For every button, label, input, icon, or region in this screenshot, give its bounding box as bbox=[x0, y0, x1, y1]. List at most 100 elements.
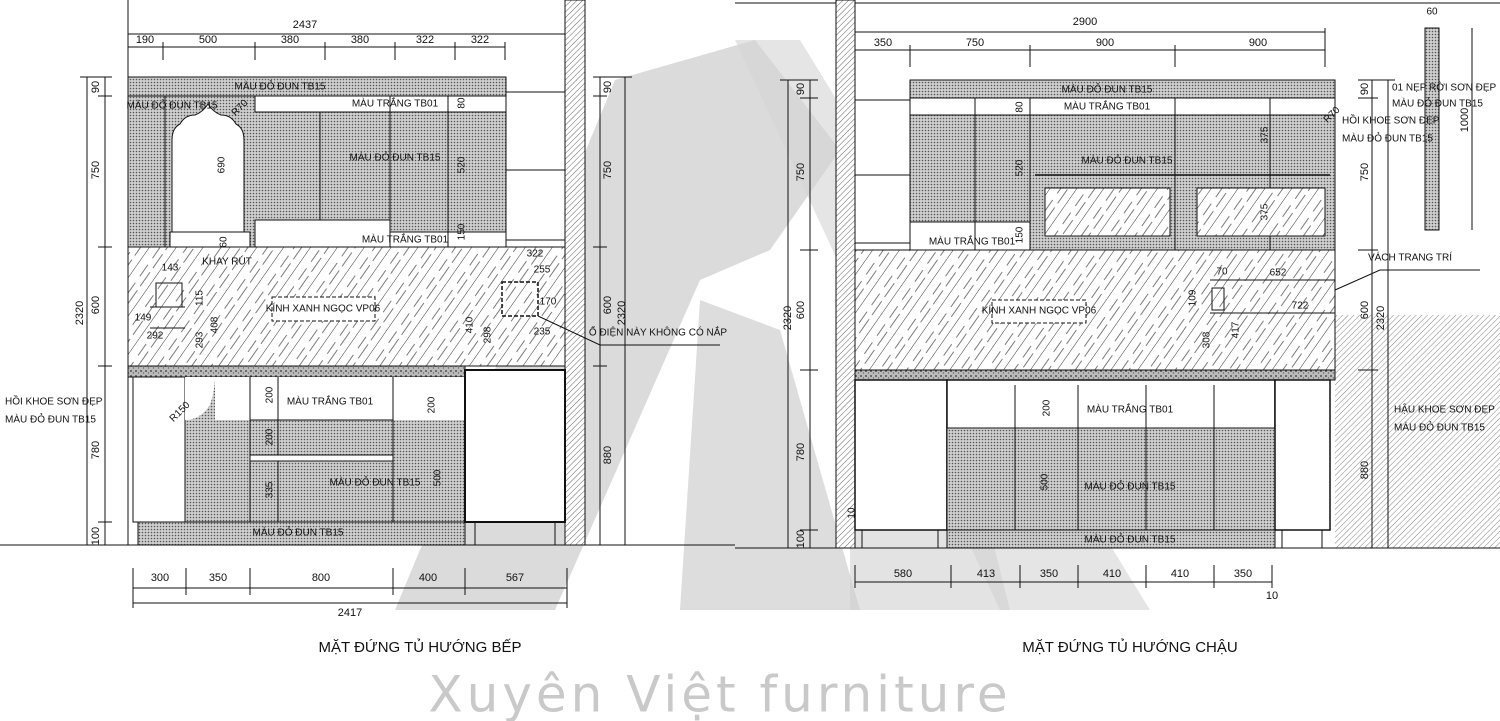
annotation: 01 NẸP RỜI SƠN ĐẸP bbox=[1392, 81, 1497, 94]
width-dim: 350 bbox=[1040, 568, 1058, 580]
detail-dim: 690 bbox=[217, 156, 228, 173]
detail-dim: 80 bbox=[457, 97, 468, 109]
overall-width-dim: 2900 bbox=[1073, 16, 1097, 28]
height-dim: 600 bbox=[602, 296, 614, 314]
width-dim: 300 bbox=[151, 572, 169, 584]
width-dim: 410 bbox=[1171, 568, 1189, 580]
countertop bbox=[854, 369, 1336, 381]
detail-dim: 375 bbox=[1260, 126, 1271, 143]
total-height-dim: 2320 bbox=[782, 306, 794, 330]
detail-dim: 520 bbox=[457, 156, 468, 173]
material-label: MÀU ĐỎ ĐUN TB15 bbox=[253, 526, 344, 539]
material-label: MÀU ĐỎ ĐUN TB15 bbox=[350, 151, 441, 164]
material-label: MÀU TRẮNG TB01 bbox=[1064, 100, 1151, 113]
countertop bbox=[127, 365, 466, 378]
material-label: MÀU ĐỎ ĐUN TB15 bbox=[235, 80, 326, 93]
detail-dim: 255 bbox=[534, 265, 551, 276]
detail-dim: 417 bbox=[1231, 321, 1242, 338]
material-label: MÀU ĐỎ ĐUN TB15 bbox=[1085, 533, 1176, 546]
right-elevation bbox=[735, 0, 1500, 588]
side-panel bbox=[1424, 27, 1440, 231]
annotation: VÁCH TRANG TRÍ bbox=[1368, 251, 1452, 264]
width-dim: 567 bbox=[506, 572, 524, 584]
detail-dim: 70 bbox=[1216, 267, 1228, 278]
width-dim: 350 bbox=[209, 572, 227, 584]
width-dim: 750 bbox=[966, 37, 984, 49]
annotation: Ổ ĐIỆN NÀY KHÔNG CÓ NẮP bbox=[589, 326, 728, 339]
material-label: MÀU ĐỎ ĐUN TB15 bbox=[1085, 480, 1176, 493]
total-height-dim: 2320 bbox=[74, 301, 86, 325]
drawing-title: MẶT ĐỨNG TỦ HƯỚNG CHẬU bbox=[1022, 638, 1237, 656]
height-dim: 90 bbox=[90, 81, 102, 93]
detail-dim: 200 bbox=[265, 428, 276, 445]
material-label: MÀU ĐỎ ĐUN TB15 bbox=[1062, 83, 1153, 96]
material-label: KÍNH XANH NGỌC VP06 bbox=[266, 302, 381, 315]
material-label: KÍNH XANH NGỌC VP06 bbox=[982, 304, 1097, 317]
detail-dim: 10 bbox=[847, 507, 858, 519]
width-dim: 322 bbox=[416, 34, 434, 46]
arch-niche bbox=[171, 103, 245, 233]
height-dim: 90 bbox=[1359, 83, 1371, 95]
detail-dim: 500 bbox=[1040, 473, 1051, 490]
detail-dim: 170 bbox=[540, 297, 557, 308]
annotation: MÀU ĐỎ ĐUN TB15 bbox=[1394, 421, 1485, 434]
width-dim: 900 bbox=[1096, 37, 1114, 49]
height-dim: 880 bbox=[602, 446, 614, 464]
detail-dim: 722 bbox=[1292, 301, 1309, 312]
detail-dim: 410 bbox=[465, 316, 476, 333]
detail-dim: 115 bbox=[195, 290, 206, 306]
annotation: HỒI KHOE SƠN ĐẸP bbox=[1342, 114, 1440, 127]
height-dim: 750 bbox=[1359, 163, 1371, 181]
detail-dim: 149 bbox=[135, 313, 152, 324]
material-label: MÀU ĐỎ ĐUN TB15 bbox=[1082, 154, 1173, 167]
width-dim: 322 bbox=[471, 34, 489, 46]
detail-dim: 200 bbox=[1042, 399, 1053, 416]
height-dim: 90 bbox=[795, 83, 807, 95]
total-height-dim: 2320 bbox=[1375, 306, 1387, 330]
drawing-title: MẶT ĐỨNG TỦ HƯỚNG BẾP bbox=[319, 638, 522, 656]
detail-dim: 500 bbox=[433, 469, 444, 486]
material-label: MÀU TRẮNG TB01 bbox=[929, 235, 1016, 248]
width-dim: 350 bbox=[1234, 568, 1252, 580]
width-dim: 500 bbox=[199, 34, 217, 46]
detail-dim: 143 bbox=[162, 263, 179, 274]
back-wall-hatch bbox=[1335, 315, 1500, 548]
fridge-cabinet bbox=[464, 369, 566, 523]
detail-dim: 293 bbox=[195, 331, 206, 348]
wall-section bbox=[564, 0, 586, 546]
overall-width-dim: 2437 bbox=[293, 19, 317, 31]
backsplash-glass bbox=[854, 249, 1336, 371]
detail-dim: 292 bbox=[147, 331, 164, 342]
detail-dim: 80 bbox=[1015, 101, 1026, 113]
watermark-text: Xuyên Việt furniture bbox=[428, 666, 1011, 721]
width-dim: 410 bbox=[1103, 568, 1121, 580]
width-dim: 380 bbox=[281, 34, 299, 46]
width-dim: 10 bbox=[1266, 590, 1278, 602]
height-dim: 780 bbox=[90, 441, 102, 459]
detail-dim: 150 bbox=[457, 223, 468, 240]
material-label: MÀU TRẮNG TB01 bbox=[352, 97, 439, 110]
left-elevation bbox=[0, 0, 735, 608]
glass-door bbox=[1196, 187, 1326, 237]
material-label: MÀU ĐỎ ĐUN TB15 bbox=[330, 476, 421, 489]
height-dim: 600 bbox=[1359, 301, 1371, 319]
height-dim: 750 bbox=[90, 161, 102, 179]
text-layer: Xuyên Việt furniture MẶT ĐỨNG TỦ HƯỚNG BẾ… bbox=[5, 7, 1497, 721]
width-dim: 350 bbox=[874, 37, 892, 49]
height-dim: 90 bbox=[602, 81, 614, 93]
width-dim: 413 bbox=[977, 568, 995, 580]
height-dim: 100 bbox=[795, 530, 807, 548]
glass-door bbox=[1044, 187, 1171, 237]
annotation: MÀU ĐỎ ĐUN TB15 bbox=[1342, 132, 1433, 145]
height-dim: 780 bbox=[795, 443, 807, 461]
detail-dim: 335 bbox=[265, 481, 276, 498]
width-dim: 400 bbox=[419, 572, 437, 584]
annotation: HẬU KHOE SƠN ĐẸP bbox=[1394, 403, 1495, 416]
overall-width-dim: 2417 bbox=[338, 607, 362, 619]
detail-dim: 408 bbox=[210, 316, 221, 333]
material-label: MÀU ĐỎ ĐUN TB15 bbox=[127, 99, 218, 112]
detail-dim: 109 bbox=[1188, 289, 1199, 306]
detail-dim: 322 bbox=[527, 249, 544, 260]
width-dim: 900 bbox=[1249, 37, 1267, 49]
